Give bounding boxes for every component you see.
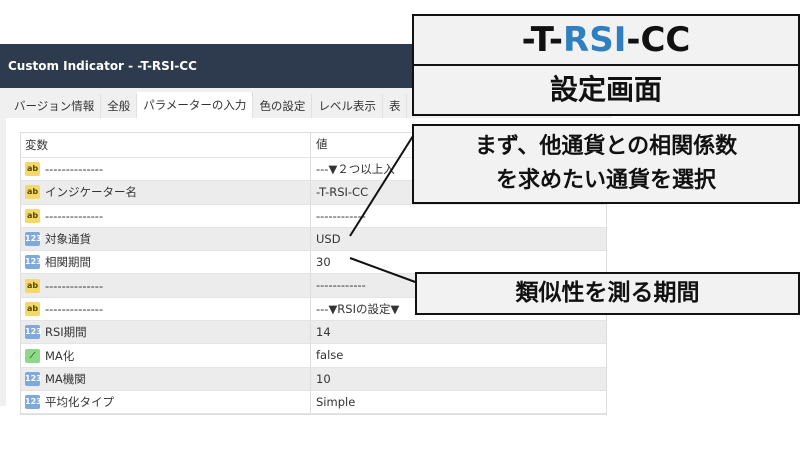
param-name: 対象通貨 (45, 232, 91, 247)
tab-parameters[interactable]: パラメーターの入力 (137, 92, 254, 118)
callout-line-currency (349, 127, 419, 237)
param-name: MA機関 (45, 371, 86, 386)
param-name: 相関期間 (45, 255, 91, 270)
callout-text: まず、他通貨との相関係数 (474, 134, 738, 159)
param-name: MA化 (45, 348, 75, 363)
string-type-icon: ab (25, 278, 40, 293)
param-name: -------------- (45, 301, 104, 316)
number-type-icon: 123 (25, 395, 42, 410)
tab-general[interactable]: 全般 (101, 94, 138, 118)
header-value: 値 (316, 137, 328, 151)
param-value[interactable]: -T-RSI-CC (316, 185, 369, 200)
title-part: -CC (626, 20, 691, 60)
callout-line-period (349, 257, 419, 284)
table-row[interactable]: ab-------------------------- (21, 204, 606, 228)
param-value[interactable]: ------------ (316, 278, 366, 293)
number-type-icon: 123 (25, 255, 42, 270)
title-rsi: RSI (563, 20, 627, 60)
param-value[interactable]: 30 (316, 255, 331, 270)
string-type-icon: ab (25, 185, 40, 200)
string-type-icon: ab (25, 301, 40, 316)
table-row[interactable]: ⟋ MA化 false (21, 344, 606, 368)
param-name-cell: ab -------------- (21, 274, 311, 297)
table-row[interactable]: ab -------------- ---▼２つ以上入 (21, 158, 606, 182)
param-name: -------------- (45, 208, 104, 223)
callout-currency: まず、他通貨との相関係数 を求めたい通貨を選択 (412, 124, 800, 204)
string-type-icon: ab (25, 208, 40, 223)
header-variable: 変数 (21, 133, 311, 157)
param-value[interactable]: 14 (316, 325, 331, 340)
param-name-cell: ab -------------- (21, 204, 311, 227)
param-name: RSI期間 (45, 325, 87, 340)
param-name-cell: ab -------------- (21, 297, 311, 321)
param-value[interactable]: USD (316, 231, 341, 246)
param-name: 平均化タイプ (45, 395, 114, 410)
tab-version-info[interactable]: バージョン情報 (8, 94, 102, 118)
param-name-cell: ⟋ MA化 (21, 344, 311, 367)
number-type-icon: 123 (25, 232, 42, 247)
tab-levels[interactable]: レベル表示 (312, 94, 383, 118)
param-name: -------------- (45, 278, 104, 293)
param-value[interactable]: ---▼RSIの設定▼ (316, 301, 400, 316)
subtitle-banner: 設定画面 (412, 64, 800, 116)
title-banner: -T-RSI-CC (412, 14, 800, 66)
tab-bar: バージョン情報 全般 パラメーターの入力 色の設定 レベル表示 表 (8, 92, 408, 118)
param-value[interactable]: ------------ (316, 208, 366, 223)
tab-display[interactable]: 表 (383, 94, 408, 118)
param-value[interactable]: false (316, 348, 344, 363)
callout-period: 類似性を測る期間 (415, 272, 800, 315)
param-name-cell: ab インジケーター名 (21, 181, 311, 204)
number-type-icon: 123 (25, 371, 42, 386)
bool-type-icon: ⟋ (25, 348, 40, 363)
tab-colors[interactable]: 色の設定 (253, 94, 313, 118)
param-name-cell: ab -------------- (21, 158, 311, 181)
param-value[interactable]: Simple (316, 394, 356, 409)
param-value[interactable]: 10 (316, 371, 331, 386)
param-value[interactable]: ---▼２つ以上入 (316, 162, 395, 176)
string-type-icon: ab (25, 162, 40, 177)
number-type-icon: 123 (25, 325, 42, 340)
title-part: -T- (521, 20, 564, 60)
param-name: インジケーター名 (45, 185, 137, 200)
table-row[interactable]: ab -------------- ---▼RSIの設定▼ (21, 297, 606, 322)
param-name: -------------- (45, 162, 104, 177)
callout-text: を求めたい通貨を選択 (495, 168, 716, 193)
